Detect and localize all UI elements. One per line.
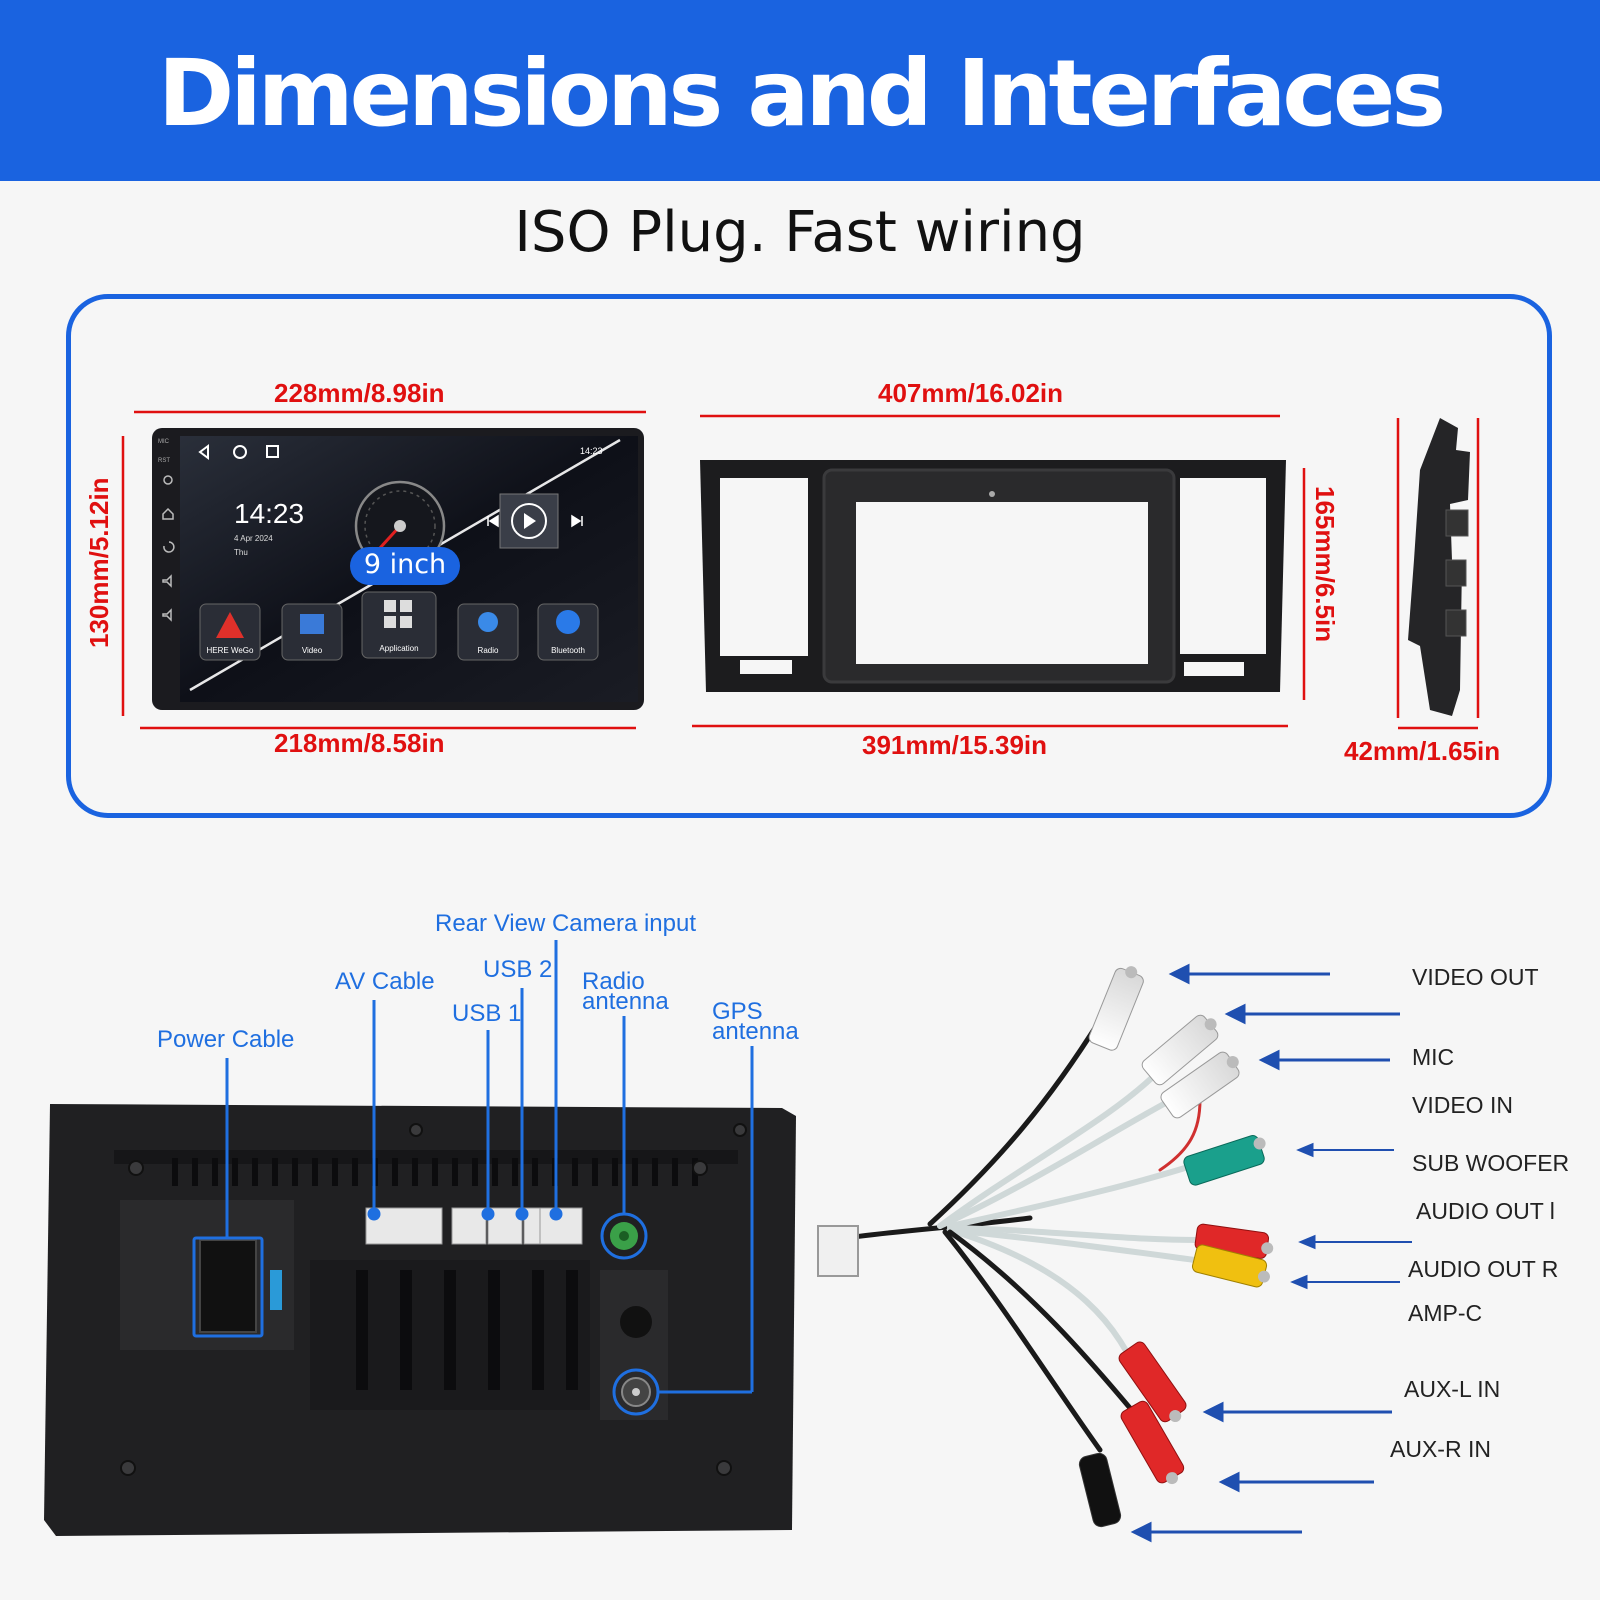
rear-camera-label: Rear View Camera input	[435, 910, 697, 937]
gps-antenna-label: GPS antenna	[712, 998, 799, 1045]
frame-height: 165mm/6.5in	[1310, 486, 1340, 643]
radio-antenna-label: Radio antenna	[582, 968, 669, 1015]
side-profile	[1408, 418, 1470, 716]
radio-unit-rear	[44, 1104, 796, 1536]
fascia-frame	[700, 460, 1286, 692]
app-icons	[199, 591, 599, 661]
radio-unit-front	[152, 428, 644, 710]
side-label-rst: RST	[158, 458, 170, 464]
radio-top-width: 228mm/8.98in	[274, 378, 445, 408]
port-mic: MIC	[1412, 1044, 1455, 1070]
screen-date: 4 Apr 2024	[234, 534, 273, 543]
status-time: 14:23	[580, 446, 603, 456]
interface-callouts	[192, 940, 754, 1416]
screen-clock: 14:23	[234, 498, 305, 529]
page-title: Dimensions and Interfaces	[157, 40, 1446, 147]
port-audio-out-l: AUDIO OUT l	[1416, 1198, 1555, 1224]
frame-top-width: 407mm/16.02in	[878, 378, 1064, 408]
dimensions-panel	[66, 294, 1552, 818]
side-depth: 42mm/1.65in	[1344, 736, 1501, 766]
app-video[interactable]: Video	[301, 646, 323, 655]
rca-harness	[817, 966, 1274, 1528]
frame-bottom-width: 391mm/15.39in	[862, 730, 1048, 760]
port-arrows	[1130, 963, 1412, 1543]
port-video-out: VIDEO OUT	[1412, 964, 1539, 990]
port-aux-r-in: AUX-R IN	[1390, 1436, 1491, 1462]
power-cable-label: Power Cable	[157, 1026, 295, 1053]
port-aux-l-in: AUX-L IN	[1404, 1376, 1501, 1402]
port-amp-c: AMP-C	[1408, 1300, 1483, 1326]
usb1-label: USB 1	[452, 1000, 522, 1027]
side-label-mic: MIC	[158, 439, 169, 445]
header-banner	[0, 0, 1600, 181]
usb2-label: USB 2	[483, 956, 553, 983]
dimension-lines	[121, 410, 1480, 730]
port-sub-woofer: SUB WOOFER	[1412, 1150, 1570, 1176]
app-bluetooth[interactable]: Bluetooth	[551, 646, 585, 655]
screen-day: Thu	[234, 548, 248, 557]
port-video-in: VIDEO IN	[1412, 1092, 1513, 1118]
app-here-wego[interactable]: HERE WeGo	[206, 646, 254, 655]
port-audio-out-r: AUDIO OUT R	[1408, 1256, 1559, 1282]
app-application[interactable]: Application	[379, 644, 419, 653]
size-badge: 9 inch	[363, 549, 447, 580]
radio-bottom-width: 218mm/8.58in	[274, 728, 445, 758]
app-radio[interactable]: Radio	[477, 646, 499, 655]
radio-height: 130mm/5.12in	[84, 477, 114, 648]
av-cable-label: AV Cable	[335, 968, 435, 995]
page-subtitle: ISO Plug. Fast wiring	[514, 200, 1086, 265]
